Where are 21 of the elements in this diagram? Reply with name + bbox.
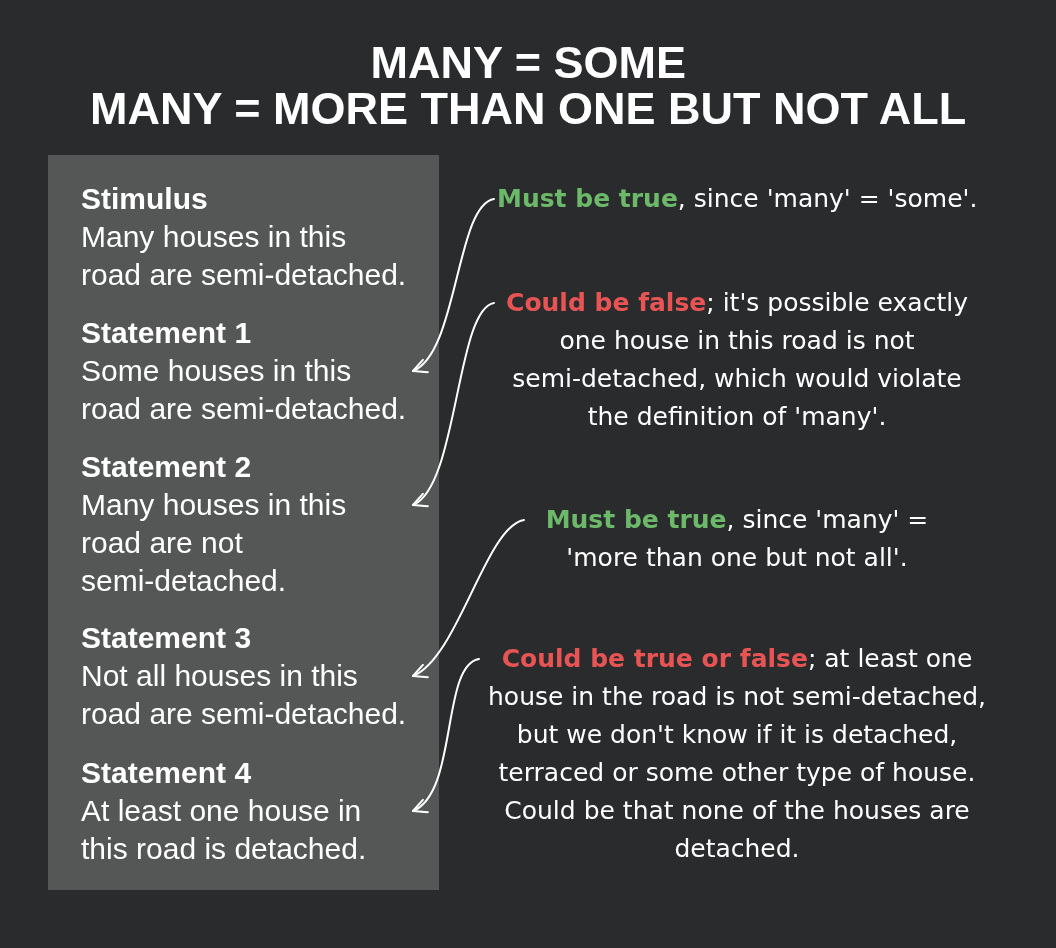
title: MANY = SOME: [370, 40, 686, 86]
statement-heading: Statement 1: [81, 315, 252, 351]
statement-text: Some houses in this road are semi-detached.: [81, 353, 408, 427]
statement-heading: Statement 4: [81, 755, 252, 791]
arrow: [412, 198, 495, 372]
statement-text: At least one house in this road is detached.: [81, 793, 368, 867]
statement-text: Many houses in this road are not semi-detached.: [81, 487, 348, 599]
statement-panel: [48, 155, 439, 890]
statement-heading: Statement 3: [81, 620, 252, 656]
stimulus-text: Many houses in this road are semi-detached.: [81, 219, 408, 293]
annotation-text: Must be true, since 'many' = 'more than one but not all'.: [527, 501, 947, 577]
annotation-text: Must be true, since 'many' = 'some'.: [497, 180, 978, 218]
annotation-text: Could be false; it's possible exactly one house in this road is not semi-detached, which would violate the definition of 'many'.: [497, 284, 977, 436]
arrow: [412, 658, 480, 812]
annotation-text: Could be true or false; at least one house in the road is not semi-detached, but we don't know if it is detached, terraced or some other type of house. Could be that none of the houses are detached.: [482, 640, 992, 868]
statement-heading: Statement 2: [81, 449, 252, 485]
arrow: [412, 519, 525, 677]
arrow: [412, 302, 495, 506]
stimulus-heading: Stimulus: [81, 181, 208, 217]
statement-text: Not all houses in this road are semi-detached.: [81, 658, 408, 732]
heading: MANY = MORE THAN ONE BUT NOT ALL: [90, 86, 967, 132]
